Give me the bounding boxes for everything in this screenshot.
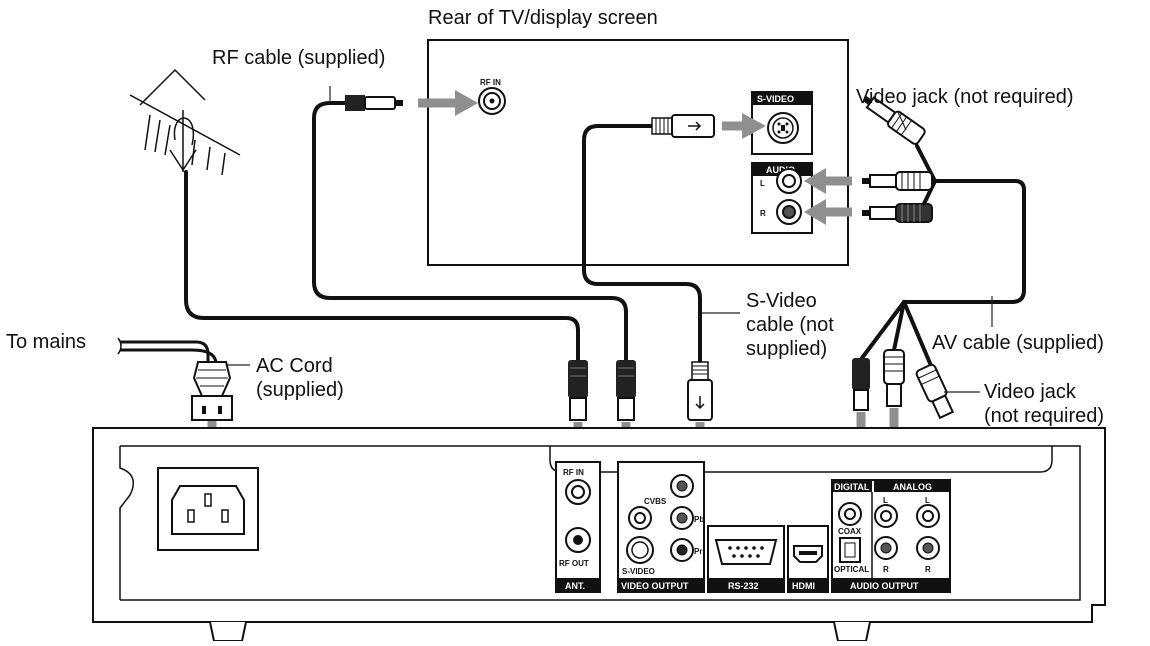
ac-cord-label-2: (supplied): [256, 379, 344, 401]
tv-svideo-label: S-VIDEO: [757, 94, 794, 104]
svideo-cable-label-2: cable (not: [746, 314, 834, 336]
ac-cord: [120, 340, 210, 364]
av-cable-label: AV cable (supplied): [932, 332, 1104, 354]
svideo-plug-tv: [651, 114, 715, 138]
ac-plug: [191, 361, 233, 421]
tv-svideo-jack: [767, 112, 799, 144]
video-jack-top-label: Video jack (not required): [856, 86, 1074, 108]
rca-plug-tv-video: [862, 96, 926, 145]
rca-plug-player-left: [852, 358, 870, 411]
antenna-plug-player: [568, 360, 588, 421]
player-ant-label: ANT.: [565, 581, 585, 591]
tv-audio-right-jack: [776, 199, 802, 225]
player-hdmi-label: HDMI: [792, 581, 815, 591]
player-audio-left-label-1: L: [883, 496, 888, 505]
player-video-output-label: VIDEO OUTPUT: [621, 581, 689, 591]
svideo-plug-player: [687, 361, 713, 421]
player-coax-label: COAX: [838, 527, 862, 536]
ac-cord-label-1: AC Cord: [256, 355, 333, 377]
rf-cable: [312, 101, 628, 362]
video-jack-bottom-label-1: Video jack: [984, 381, 1077, 403]
svideo-cable-label-1: S-Video: [746, 290, 817, 312]
tv-audio-right-label: R: [760, 209, 766, 218]
rf-cable-plug-tv: [345, 95, 403, 111]
to-mains-label: To mains: [6, 331, 86, 353]
ac-socket: [157, 467, 259, 551]
player-rf-in-label: RF IN: [563, 468, 584, 477]
player-audio-output-label: AUDIO OUTPUT: [850, 581, 919, 591]
tv-audio-left-label: L: [760, 179, 765, 188]
player-hdmi-section: HDMI: [787, 525, 829, 593]
rca-plug-player-right: [883, 349, 905, 407]
tv-rear-label: Rear of TV/display screen: [428, 7, 658, 29]
rf-cable-label: RF cable (supplied): [212, 47, 385, 69]
mains-break-icon: [117, 337, 122, 355]
tv-audio-label: AUDIO: [766, 165, 795, 175]
player-cvbs-label: CVBS: [644, 497, 667, 506]
player-pb-label: Pb: [694, 515, 704, 524]
rca-plug-tv-left: [862, 171, 933, 191]
tv-audio-left-jack: [776, 168, 802, 194]
antenna-cable: [184, 170, 580, 362]
av-cable: [902, 179, 1026, 304]
leader-video-top: [897, 111, 907, 131]
rf-cable-plug-player: [616, 360, 636, 421]
player-pr-label: Pr: [694, 547, 702, 556]
tv-rf-in-jack: [478, 87, 506, 115]
svideo-cable: [582, 124, 702, 364]
player-rs232-section: RS-232: [707, 525, 785, 593]
player-rs232-label: RS-232: [728, 581, 759, 591]
player-video-output-section: CVBS Pb Pr S-VIDEO VIDEO OUTPUT: [617, 461, 705, 593]
antenna-icon: [129, 68, 241, 176]
player-audio-right-label-1: R: [883, 565, 889, 574]
player-svideo-label: S-VIDEO: [622, 567, 655, 576]
player-digital-label: DIGITAL: [834, 482, 870, 492]
player-optical-label: OPTICAL: [834, 565, 869, 574]
rca-plug-player-video: [915, 363, 955, 420]
player-audio-output-section: DIGITAL ANALOG L L COAX OPTICAL R R AUDI…: [831, 479, 951, 593]
player-ant-section: RF IN RF OUT ANT.: [555, 461, 601, 593]
rca-plug-tv-right: [862, 203, 933, 223]
player-audio-left-label-2: L: [925, 496, 930, 505]
player-audio-right-label-2: R: [925, 565, 931, 574]
svideo-cable-label-3: supplied): [746, 338, 827, 360]
player-rf-out-label: RF OUT: [559, 559, 589, 568]
player-analog-label: ANALOG: [893, 482, 932, 492]
video-jack-bottom-label-2: (not required): [984, 405, 1104, 427]
tv-rf-in-label: RF IN: [480, 78, 501, 87]
